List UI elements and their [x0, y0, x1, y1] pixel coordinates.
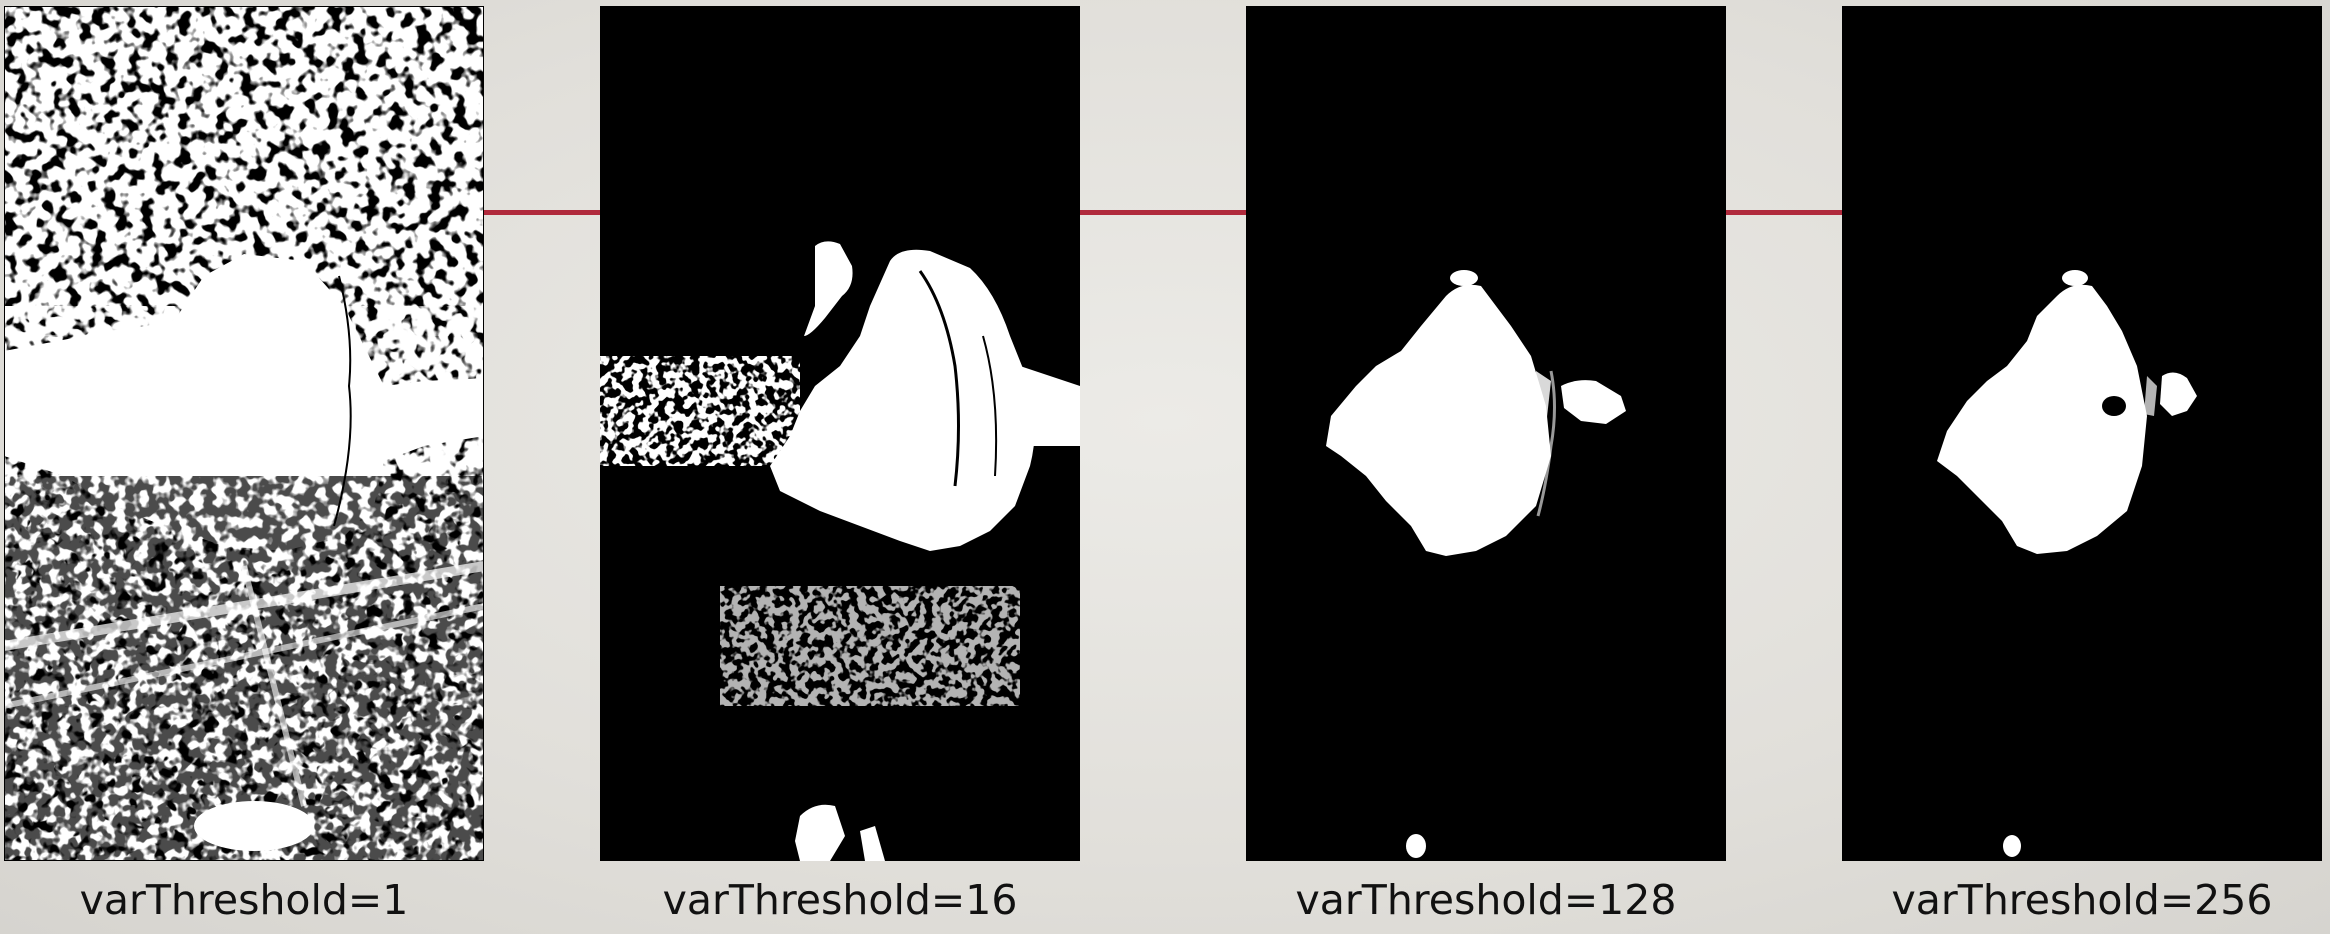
connector-line-2	[1080, 210, 1246, 215]
caption-threshold-128: varThreshold=128	[1295, 876, 1677, 924]
mask-1-graphic	[4, 6, 484, 861]
caption-threshold-16: varThreshold=16	[662, 876, 1018, 924]
connector-line-3	[1726, 210, 1842, 215]
connector-line-1	[484, 210, 600, 215]
mask-3-graphic	[1246, 6, 1726, 861]
mask-4-graphic	[1842, 6, 2322, 861]
caption-threshold-1: varThreshold=1	[79, 876, 409, 924]
mask-image-threshold-1	[4, 6, 484, 861]
mask-image-threshold-128	[1246, 6, 1726, 861]
mask-image-threshold-256	[1842, 6, 2322, 861]
caption-threshold-256: varThreshold=256	[1891, 876, 2273, 924]
mask-2-graphic	[600, 6, 1080, 861]
mask-image-threshold-16	[600, 6, 1080, 861]
